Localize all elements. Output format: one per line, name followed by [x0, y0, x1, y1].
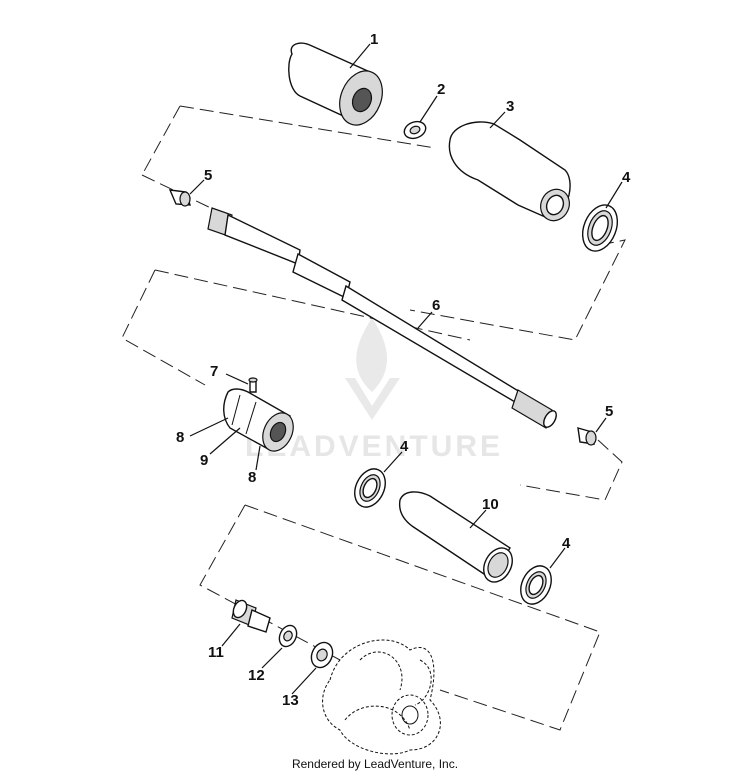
callout-11: 11 — [208, 644, 224, 661]
callout-5-top: 5 — [204, 167, 212, 184]
part-11-fitting — [231, 599, 271, 633]
part-1-collar — [288, 42, 383, 126]
callout-6: 6 — [432, 297, 440, 314]
callout-8-left: 8 — [176, 429, 184, 446]
callout-4-middle: 4 — [400, 438, 409, 455]
footer-credit: Rendered by LeadVenture, Inc. — [291, 757, 459, 771]
callout-2: 2 — [437, 81, 445, 98]
callout-labels: 1 2 3 4 5 6 5 7 8 9 8 4 10 4 11 12 13 — [176, 31, 631, 709]
leader-lines — [189, 43, 623, 695]
callout-13: 13 — [282, 692, 299, 709]
part-4-clamp-top — [581, 204, 619, 252]
callout-12: 12 — [248, 667, 265, 684]
callout-5-bottom: 5 — [605, 403, 613, 420]
callout-4-bottom: 4 — [562, 535, 571, 552]
part-7-set-screw — [248, 377, 258, 393]
part-10-tube — [398, 491, 513, 583]
part-13-washer — [310, 641, 334, 669]
part-8-9-coupling-hub — [223, 388, 294, 452]
part-3-boot — [448, 121, 571, 222]
callout-1: 1 — [370, 31, 378, 48]
part-4-clamp-bottom — [520, 565, 552, 605]
assembly-guide-lines — [121, 105, 626, 731]
part-12-washer — [278, 624, 298, 648]
part-2-washer — [403, 120, 427, 140]
callout-10: 10 — [482, 496, 499, 513]
callout-4-top: 4 — [622, 169, 631, 186]
part-5-plug-bottom — [577, 427, 597, 446]
callout-3: 3 — [506, 98, 514, 115]
part-5-plug-top — [168, 189, 191, 207]
part-6-drive-shaft — [207, 207, 557, 429]
fan-reference-outline — [322, 639, 441, 755]
part-4-clamp-middle — [354, 468, 386, 508]
callout-7: 7 — [210, 363, 218, 380]
callout-9: 9 — [200, 452, 208, 469]
callout-8-right: 8 — [248, 469, 256, 486]
